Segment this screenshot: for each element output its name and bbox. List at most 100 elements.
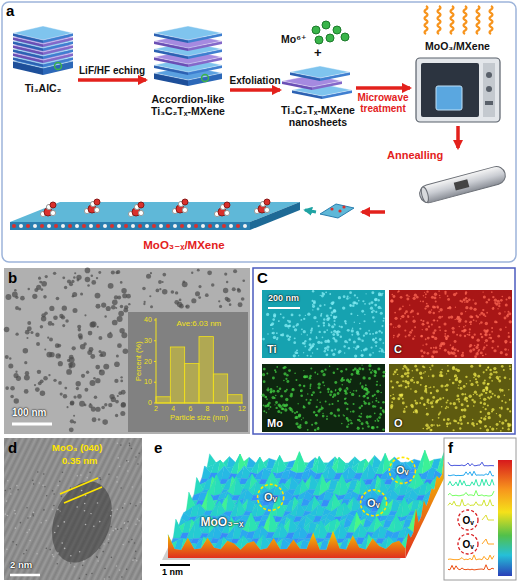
element-speck [480,427,482,429]
element-speck [357,315,358,316]
element-speck [369,354,372,357]
element-speck [433,312,435,314]
atom [19,224,23,228]
element-speck [398,290,400,292]
element-speck [501,365,504,368]
image-noise [61,496,63,498]
element-speck [423,372,425,374]
element-speck [485,415,487,417]
element-speck [430,401,433,404]
element-speck [374,412,376,414]
nanoparticle [109,332,111,334]
element-speck [310,332,312,334]
nanoparticle [23,348,29,354]
tick-mark [154,340,156,341]
image-noise [57,525,59,527]
element-speck [280,412,282,414]
element-speck [396,369,397,370]
element-speck [469,322,470,323]
element-speck [484,333,487,336]
element-speck [446,422,449,425]
element-speck [372,316,375,319]
element-speck [358,367,361,370]
element-speck [365,332,368,335]
element-speck [477,344,480,347]
nanoparticle [58,381,62,385]
lattice-fringe [136,438,142,580]
element-speck [352,301,355,304]
element-speck [434,320,435,321]
element-speck [304,340,306,342]
microwave-ray [464,6,467,34]
element-speck [414,294,417,297]
element-speck [361,387,363,389]
element-speck [317,373,319,375]
element-speck [309,387,311,389]
element-speck [447,298,450,301]
element-speck [329,366,331,368]
element-speck [287,320,289,322]
element-speck [444,330,446,332]
nanoparticle [5,386,9,390]
image-noise [115,528,117,530]
element-speck [309,343,312,346]
element-speck [322,293,325,296]
nanoparticle [20,296,25,301]
element-speck [432,306,435,309]
element-speck [456,317,459,320]
element-speck [491,380,493,382]
axis-line [156,403,243,404]
image-noise [120,528,122,530]
image-noise [86,574,88,576]
nanoparticle [87,284,90,287]
image-noise [33,512,35,514]
nanoparticle [120,376,122,378]
element-speck [324,340,327,343]
element-speck [343,295,346,298]
element-speck [473,405,475,407]
element-speck [452,347,453,348]
element-speck [439,295,441,297]
element-speck [320,315,322,317]
particle-blob [41,473,122,571]
atom [40,224,44,228]
nanoparticle [40,288,43,291]
nanoparticle [49,338,53,342]
element-speck [431,309,432,310]
element-speck [319,305,321,307]
element-speck [446,406,448,408]
element-speck [277,390,280,393]
element-speck [480,401,482,403]
element-speck [491,347,493,349]
element-speck [485,392,487,394]
scale-bar [268,307,300,309]
element-speck [380,312,383,315]
element-speck [376,390,379,393]
element-speck [378,330,380,332]
element-speck [486,312,488,314]
element-speck [401,315,404,318]
element-speck [267,333,269,335]
element-speck [277,410,280,413]
element-speck [473,299,474,300]
mxene-top [10,202,300,222]
nanoparticle [120,281,123,284]
element-speck [420,384,422,386]
nanoparticle [241,297,245,301]
image-noise [135,551,137,553]
image-noise [115,528,117,530]
element-speck [363,335,365,337]
element-speck [455,406,458,409]
atom [117,224,121,228]
element-speck [505,326,507,328]
element-speck [357,427,360,430]
element-speck [500,430,502,432]
image-noise [16,485,18,487]
element-speck [294,412,296,414]
element-speck [495,302,498,305]
lattice-marker [64,487,102,503]
image-noise [15,527,17,529]
element-speck [335,390,336,391]
element-speck [361,350,362,351]
element-speck [420,377,422,379]
